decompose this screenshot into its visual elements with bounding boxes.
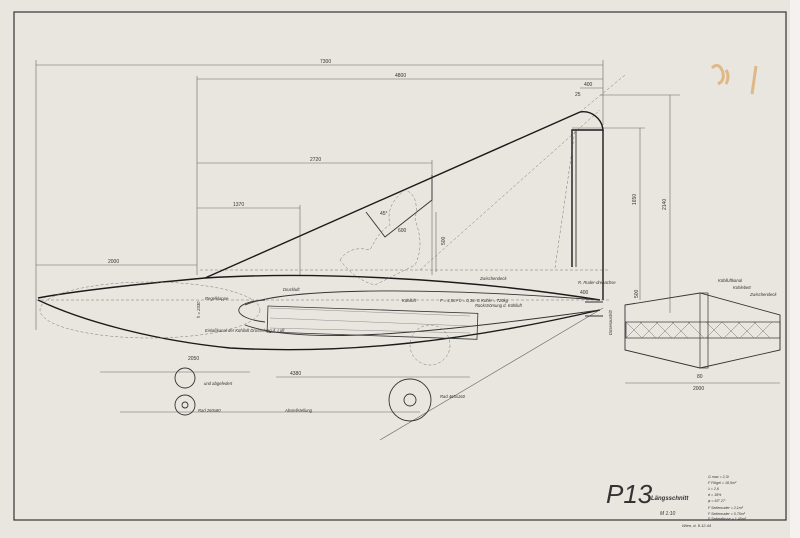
inner-duct	[244, 290, 601, 337]
pilot-dim: 600	[398, 228, 407, 234]
spec-rudder-area: F Seitenruder = 2,1m²	[708, 506, 744, 510]
dim-section-80: 80	[697, 374, 703, 380]
spec-aspect: λ = 2,6	[707, 487, 719, 491]
nose-wheel-retracted	[174, 367, 196, 389]
dim-2000: 2000	[108, 259, 119, 265]
coal-bed	[266, 305, 479, 340]
label-pressure-air: Druckluft	[283, 287, 300, 292]
pilot-silhouette	[339, 189, 421, 286]
landing-gear	[174, 324, 451, 422]
tail-fin	[571, 111, 604, 267]
airframe	[37, 111, 604, 351]
spec-rudder-area-2: F Seitenruder = 0,75m²	[708, 512, 746, 516]
drawing-title: P13	[606, 479, 653, 509]
label-front-wheel: und abgefedert	[204, 381, 233, 386]
paper-edge	[790, 0, 800, 538]
pilot-angle: 45°	[380, 211, 388, 217]
dim-400: 400	[584, 82, 593, 88]
wing-leading-edge	[204, 111, 581, 279]
stain-marks	[710, 63, 758, 95]
spec-weight: G max = 2,3t	[708, 475, 730, 479]
dim-section-2000: 2000	[693, 386, 704, 392]
label-section-cooling: Kühlluftkanal	[718, 278, 743, 283]
dim-4800: 4800	[395, 73, 406, 79]
dim-2720: 2720	[310, 157, 321, 163]
dim-tail-500: 500	[634, 289, 640, 298]
nose-wheel	[174, 394, 196, 416]
engine-cross-section	[624, 292, 781, 369]
dim-rudder-400: 400	[580, 290, 589, 296]
cooling-air-region	[39, 281, 261, 339]
cockpit-frame	[365, 175, 433, 238]
label-inlet-note: Einlaßkanal der Kühlluft Drosselung d. L…	[205, 328, 285, 333]
label-rudder-axis: R. Ruder-drehachse	[578, 280, 616, 285]
dim-500: 500	[441, 236, 447, 245]
dimension-lines	[35, 60, 780, 441]
fuselage-bottom	[37, 299, 601, 351]
label-fuel-stats: F = 4,5m² b = 0,3m G Kohle = 720kg	[440, 298, 509, 303]
dim-1650: 1650	[632, 194, 638, 205]
spec-sweep: φ = 63° 27'	[708, 499, 726, 503]
fuselage-top	[37, 274, 601, 301]
drawing-date: Wien, d. 8.12.44	[682, 523, 712, 528]
dim-2050: 2050	[188, 356, 199, 362]
drawing-subtitle: Längsschnitt	[651, 496, 689, 502]
main-wheel-retracted	[409, 324, 451, 366]
label-intake: Regelklappe	[205, 296, 229, 301]
spec-fin-area: F Seitenflosse = 1,45m²	[708, 517, 747, 521]
label-cooling-air: Kühlluft	[402, 298, 417, 303]
spec-thickness: d = 18%	[708, 493, 722, 497]
label-intermediate-deck: Zwischendeck	[479, 276, 507, 281]
dim-25: 25	[575, 92, 581, 98]
title-block: P13 Längsschnitt M 1:10 Wien, d. 8.12.44…	[606, 475, 747, 528]
label-ground-line: Abstellstellung	[284, 408, 313, 413]
intake-lip	[238, 299, 266, 323]
nozzle	[585, 301, 603, 317]
label-wheel-size-main: Rad 465x160	[440, 394, 466, 399]
main-wheel	[388, 378, 432, 422]
dim-2140: 2140	[662, 199, 668, 210]
label-section-coal: Kohlebett	[733, 285, 752, 290]
label-exhaust: Rückströmung d. Kühlluft	[475, 303, 523, 308]
drawing-scale: M 1:10	[660, 511, 676, 517]
label-wheel-size-front: Rad 260x80	[198, 408, 221, 413]
label-section-deck: Zwischendeck	[749, 292, 777, 297]
drawing-frame	[13, 11, 787, 521]
dim-4380: 4380	[290, 371, 301, 377]
spec-wing-area: F Flügel = 18,5m²	[708, 481, 737, 485]
dim-1370: 1370	[233, 202, 244, 208]
dim-7300: 7300	[320, 59, 331, 65]
label-intake-dia: h = 2330	[196, 301, 201, 318]
label-nozzle: Düsenaustritt	[608, 309, 613, 335]
